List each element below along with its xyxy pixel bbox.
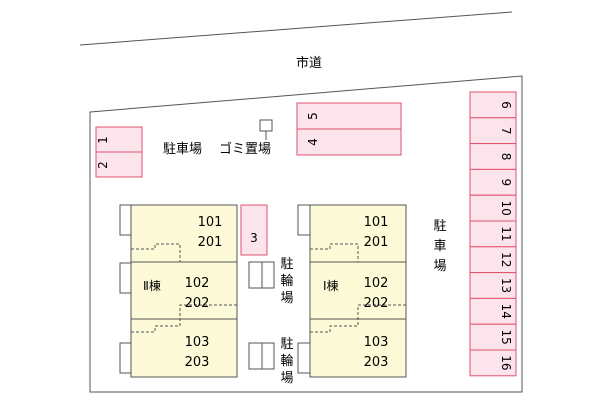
unit-label: 101 bbox=[198, 215, 223, 230]
parking-area-east-label: 駐 車 場 bbox=[433, 219, 446, 274]
parking-slot-label: 7 bbox=[499, 127, 513, 135]
parking-slot-label: 14 bbox=[499, 304, 513, 319]
building-1-block bbox=[309, 204, 407, 378]
svg-text:駐: 駐 bbox=[433, 219, 446, 234]
parking-slot-15 bbox=[469, 323, 517, 351]
svg-text:輪: 輪 bbox=[280, 273, 293, 289]
parking-slot-label: 4 bbox=[306, 138, 320, 146]
parking-slot-label: 9 bbox=[499, 178, 513, 186]
lot-outline bbox=[89, 75, 523, 393]
bicycle-parking-1: 駐 輪 場 bbox=[248, 257, 294, 306]
parking-slot-label: 8 bbox=[499, 153, 513, 161]
svg-text:車: 車 bbox=[433, 239, 446, 254]
parking-slot-14 bbox=[469, 297, 517, 325]
parking-slot-label: 6 bbox=[499, 101, 513, 109]
svg-text:場: 場 bbox=[280, 371, 293, 386]
building-2: Ⅱ棟 101 201 102 202 103 203 bbox=[119, 204, 238, 378]
parking-slot-5 bbox=[296, 102, 402, 130]
parking-slot-8 bbox=[469, 143, 517, 170]
parking-slot-label: 5 bbox=[306, 112, 320, 120]
unit-label: 202 bbox=[185, 296, 210, 311]
unit-label: 101 bbox=[364, 215, 389, 230]
parking-slot-7 bbox=[469, 117, 517, 145]
svg-text:駐: 駐 bbox=[280, 337, 293, 352]
parking-slot-label: 11 bbox=[499, 226, 513, 241]
parking-slots-top: 5 4 bbox=[296, 102, 402, 156]
parking-slot-13 bbox=[469, 272, 517, 299]
building-2-block bbox=[130, 204, 238, 378]
parking-slot-label: 13 bbox=[499, 278, 513, 293]
parking-slot-label: 16 bbox=[499, 355, 513, 370]
parking-slot-label: 12 bbox=[499, 252, 513, 267]
unit-label: 201 bbox=[198, 235, 223, 250]
parking-slot-label: 15 bbox=[499, 329, 513, 344]
road-line bbox=[79, 11, 513, 46]
unit-label: 201 bbox=[364, 235, 389, 250]
parking-slot-12 bbox=[469, 246, 517, 274]
bicycle-parking-2: 駐 輪 場 bbox=[248, 337, 294, 386]
svg-text:駐: 駐 bbox=[280, 257, 293, 272]
unit-label: 103 bbox=[364, 335, 389, 350]
garbage-icon bbox=[259, 119, 273, 132]
parking-area-label: 駐車場 bbox=[163, 142, 202, 157]
building-1: Ⅰ棟 101 201 102 202 103 203 bbox=[297, 204, 407, 378]
unit-label: 103 bbox=[185, 335, 210, 350]
parking-slot-middle: 3 bbox=[240, 204, 268, 256]
parking-slot-6 bbox=[469, 91, 517, 119]
garbage-station: ゴミ置場 bbox=[219, 119, 273, 157]
parking-slot-label: 10 bbox=[499, 200, 513, 215]
building-2-name: Ⅱ棟 bbox=[143, 278, 161, 293]
parking-slot-label: 2 bbox=[96, 161, 110, 169]
building-1-name: Ⅰ棟 bbox=[323, 278, 339, 293]
unit-label: 102 bbox=[364, 276, 389, 291]
unit-label: 202 bbox=[364, 296, 389, 311]
parking-slot-2 bbox=[95, 151, 143, 178]
unit-label: 203 bbox=[364, 355, 389, 370]
garbage-station-label: ゴミ置場 bbox=[219, 141, 271, 157]
svg-text:場: 場 bbox=[280, 291, 293, 306]
parking-slot-3 bbox=[240, 204, 268, 256]
svg-text:場: 場 bbox=[433, 259, 446, 274]
parking-slot-label: 1 bbox=[96, 136, 110, 144]
parking-slot-label: 3 bbox=[250, 231, 258, 245]
svg-text:輪: 輪 bbox=[280, 353, 293, 369]
parking-slots-left: 1 2 bbox=[95, 126, 143, 178]
unit-label: 203 bbox=[185, 355, 210, 370]
parking-slot-4 bbox=[296, 128, 402, 156]
parking-slots-right: 6 7 8 9 10 11 12 13 14 15 16 bbox=[469, 91, 517, 377]
road-label: 市道 bbox=[296, 55, 322, 71]
parking-slot-16 bbox=[469, 349, 517, 377]
unit-label: 102 bbox=[185, 276, 210, 291]
